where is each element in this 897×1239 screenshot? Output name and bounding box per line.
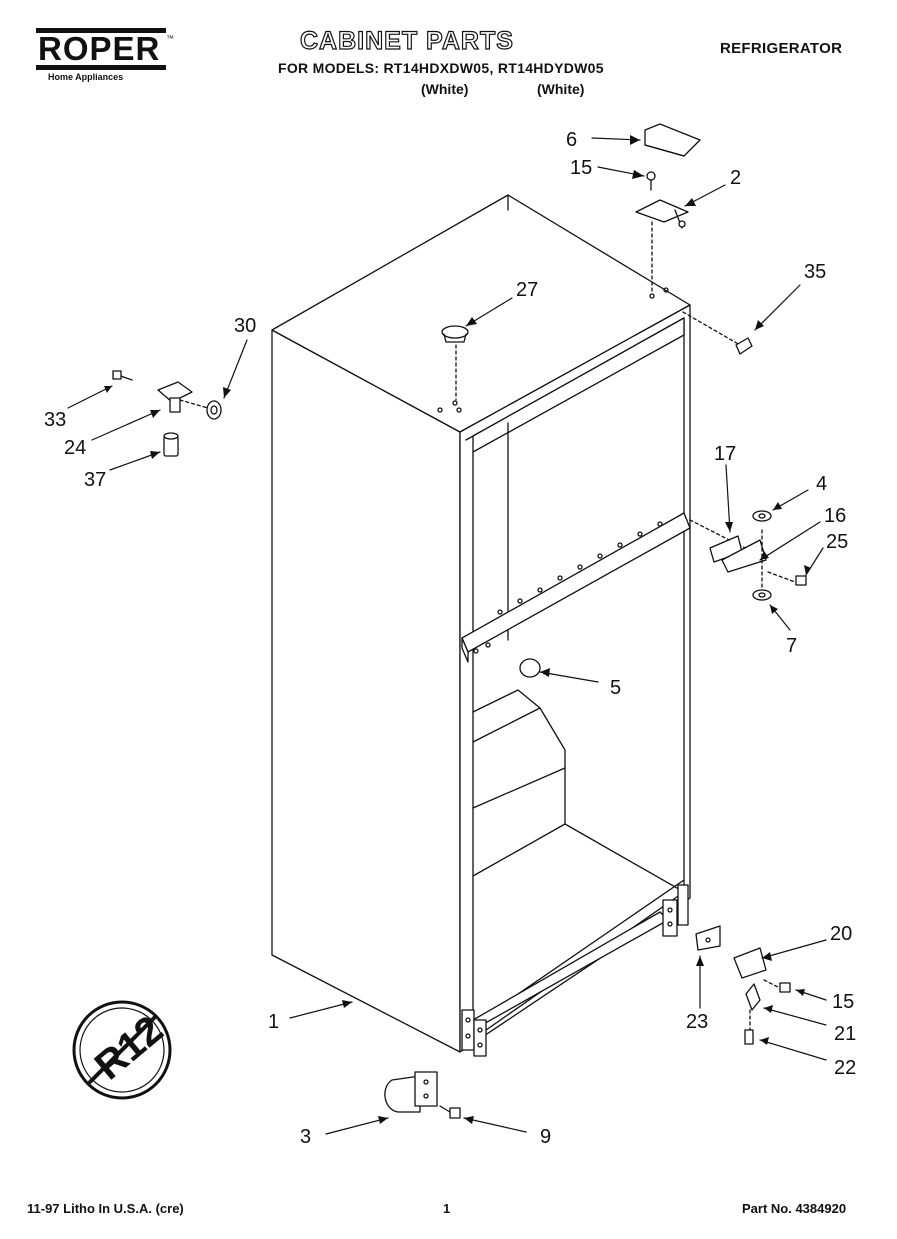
callout-35: 35 <box>804 261 826 283</box>
callout-17: 17 <box>714 443 736 465</box>
leader-arrows <box>67 137 827 1135</box>
logo-top-bar <box>36 28 166 33</box>
callout-7: 7 <box>786 635 797 657</box>
footer-print-info: 11-97 Litho In U.S.A. (cre) <box>27 1201 184 1216</box>
callout-9: 9 <box>540 1126 551 1148</box>
callout-20: 20 <box>830 923 852 945</box>
hinge-part-3 <box>384 1071 461 1119</box>
callout-23: 23 <box>686 1011 708 1033</box>
cabinet-body <box>271 194 691 1053</box>
arrow-heads <box>104 135 811 1124</box>
callout-4: 4 <box>816 473 827 495</box>
cap-part-35 <box>735 337 753 355</box>
footer-page-number: 1 <box>443 1201 451 1216</box>
left-parts-group <box>112 370 222 457</box>
logo-wordmark: ROPER <box>38 30 161 67</box>
logo-trademark: ™ <box>166 34 174 43</box>
plug-part-5 <box>519 658 541 678</box>
center-hinge-group <box>689 510 807 601</box>
callout-33: 33 <box>44 409 66 431</box>
callout-2: 2 <box>730 167 741 189</box>
footer-part-number: Part No. 4384920 <box>742 1201 847 1216</box>
bottom-rail <box>461 884 689 1057</box>
callout-16: 16 <box>824 505 846 527</box>
page-title: CABINET PARTS <box>299 26 514 55</box>
top-hardware <box>437 221 741 413</box>
callout-22: 22 <box>834 1057 856 1079</box>
callout-27: 27 <box>516 279 538 301</box>
callout-3: 3 <box>300 1126 311 1148</box>
callout-1: 1 <box>268 1011 279 1033</box>
callout-25: 25 <box>826 531 848 553</box>
plug-part-27 <box>441 325 469 343</box>
callout-5: 5 <box>610 677 621 699</box>
top-hinge-parts <box>635 171 689 229</box>
model-color-2: (White) <box>537 81 585 97</box>
liner-shelf <box>472 689 685 893</box>
callout-6: 6 <box>566 129 577 151</box>
roper-logo: ROPER ™ Home Appliances <box>34 28 174 82</box>
no-r12-badge <box>72 1000 172 1100</box>
cover-part-6 <box>644 123 701 157</box>
callout-30: 30 <box>234 315 256 337</box>
callout-24: 24 <box>64 437 86 459</box>
callout-37: 37 <box>84 469 106 491</box>
models-line: FOR MODELS: RT14HDXDW05, RT14HDYDW05 <box>278 60 604 76</box>
divider-rail <box>461 512 691 663</box>
bottom-hinge-group <box>695 925 791 1045</box>
appliance-category: REFRIGERATOR <box>720 40 843 57</box>
callout-15-bottom: 15 <box>832 991 854 1013</box>
model-color-1: (White) <box>421 81 469 97</box>
callout-21: 21 <box>834 1023 856 1045</box>
callout-15-top: 15 <box>570 157 592 179</box>
logo-bottom-bar <box>36 65 166 70</box>
logo-tagline: Home Appliances <box>48 72 124 82</box>
